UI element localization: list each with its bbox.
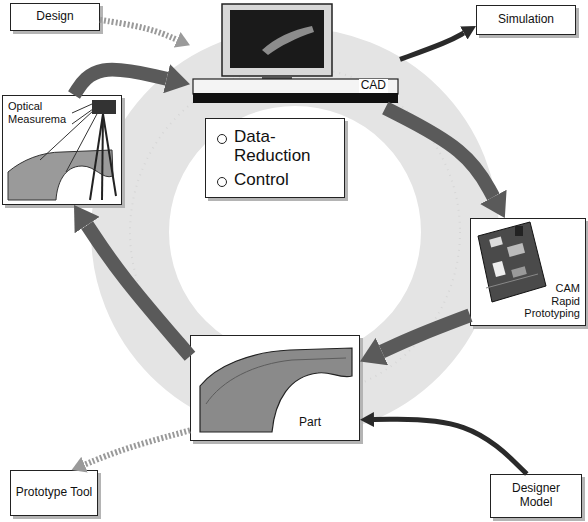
- part-label: Part: [299, 416, 321, 430]
- cycle-arrow: [87, 225, 190, 356]
- designer-model-box: Designer Model: [490, 474, 582, 518]
- prototype-tool-label: Prototype Tool: [16, 486, 93, 500]
- flow-arrow: [374, 419, 527, 474]
- cad-station: CAD: [190, 0, 400, 108]
- data-reduction-label: Data- Reduction: [214, 127, 334, 166]
- data-reduction-label: Control: [214, 170, 334, 190]
- data-reduction-box: Data- ReductionControl: [205, 118, 345, 198]
- simulation-label: Simulation: [498, 13, 554, 27]
- design-box: Design: [10, 3, 100, 31]
- cycle-arrow: [382, 315, 470, 351]
- optical-scanner: [8, 100, 116, 200]
- cam-prototyping-label: CAM Rapid Prototyping: [524, 282, 580, 320]
- flow-arrow: [85, 430, 190, 464]
- cam-prototyping-box: CAM Rapid Prototyping: [470, 218, 586, 326]
- circuit-board: [478, 222, 546, 302]
- designer-model-label: Designer Model: [495, 482, 577, 510]
- computer-monitor: [193, 4, 398, 103]
- flow-arrow: [100, 20, 177, 40]
- design-label: Design: [36, 10, 73, 24]
- part-box: Part: [190, 335, 360, 441]
- prototype-tool-box: Prototype Tool: [10, 470, 98, 516]
- optical-measurement-box: Optical Measurema: [2, 95, 122, 205]
- flow-arrow: [400, 33, 464, 59]
- cycle-arrow: [385, 108, 493, 197]
- optical-measurement-label: Optical Measurema: [8, 100, 70, 125]
- cycle-arrow: [74, 70, 167, 95]
- simulation-box: Simulation: [476, 5, 576, 35]
- cad-label: CAD: [359, 79, 388, 93]
- fender-part: [200, 348, 352, 432]
